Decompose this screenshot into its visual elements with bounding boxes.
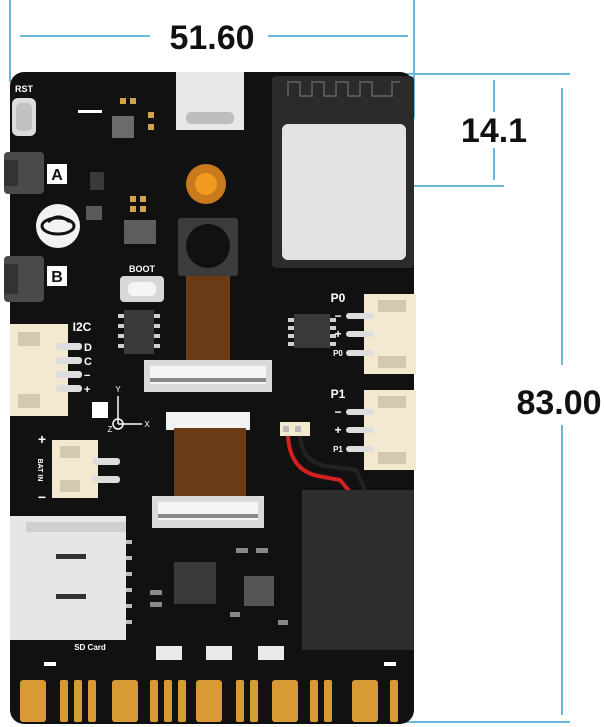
i2c-pin-label: + <box>84 384 90 396</box>
boot-label: BOOT <box>129 264 156 274</box>
battery-pack <box>302 490 414 650</box>
led-2 <box>206 646 232 660</box>
sd-card-slot <box>10 516 132 640</box>
p0-connector <box>346 294 416 374</box>
i2c-pin-label: C <box>84 356 92 368</box>
circuit-board: RST A B <box>4 72 416 724</box>
p1-pin-label: P1 <box>333 445 343 454</box>
wifi-module <box>272 76 414 268</box>
axis-y-label: Y <box>115 385 121 394</box>
p0-title: P0 <box>331 291 346 305</box>
shield-can <box>282 124 406 260</box>
height-dimension-label: 83.00 <box>516 384 601 422</box>
chip-bottom-left <box>174 562 216 604</box>
fpc-connector-top <box>144 360 272 392</box>
battery-socket <box>280 422 368 494</box>
p1-connector <box>346 390 416 470</box>
battery-minus-label: − <box>38 489 46 505</box>
i2c-connector <box>10 324 82 416</box>
i2c-pin-label: D <box>84 342 92 354</box>
p0-pin-label: + <box>334 327 341 341</box>
led-1 <box>156 646 182 660</box>
p1-pin-label: + <box>334 423 341 437</box>
camera-module <box>178 218 238 362</box>
button-a-badge <box>47 164 67 184</box>
small-components-top <box>78 98 156 244</box>
camera-offset-dimension-label: 14.1 <box>461 112 527 150</box>
led-3 <box>258 646 284 660</box>
battery-plus-label: + <box>38 431 46 447</box>
i2c-title: I2C <box>73 320 92 334</box>
i2c-pin-label: − <box>84 370 90 382</box>
p0-pin-label: P0 <box>333 349 343 358</box>
axis-z-label: Z <box>108 425 113 434</box>
button-a-label: A <box>51 167 63 184</box>
battery-label: BAT IN <box>36 459 43 482</box>
button-b-label: B <box>51 269 63 286</box>
p1-title: P1 <box>331 387 346 401</box>
width-dimension-label: 51.60 <box>169 19 254 57</box>
axis-x-label: X <box>144 420 150 429</box>
p1-pin-label: − <box>334 405 341 419</box>
driver-chip <box>294 314 330 348</box>
battery-connector <box>52 440 120 498</box>
fpc-connector-bottom <box>152 496 264 528</box>
brand-logo <box>36 204 80 248</box>
axis-marker <box>92 396 142 430</box>
button-b-badge <box>47 266 67 286</box>
edge-connector <box>20 680 398 722</box>
reset-label: RST <box>15 84 34 94</box>
sd-card-label: SD Card <box>74 643 106 652</box>
p0-pin-label: − <box>334 309 341 323</box>
chip-bottom-right <box>244 576 274 606</box>
